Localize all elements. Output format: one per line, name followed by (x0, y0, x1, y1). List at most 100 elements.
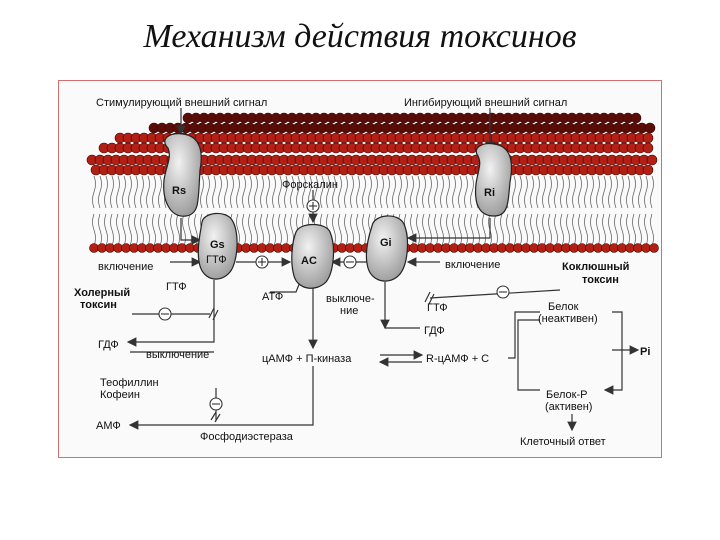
lipid-tail (260, 175, 264, 247)
receptor-rs (163, 133, 202, 217)
gdp-left-label: ГДФ (98, 339, 119, 351)
lipid-head (105, 243, 115, 253)
lipid-head (121, 243, 131, 253)
active-label: (активен) (545, 401, 592, 413)
lipid-tail (590, 175, 594, 247)
lipid-tail (452, 175, 456, 247)
lipid-tail (140, 175, 144, 247)
protein-gi (365, 215, 409, 282)
deactivation-left-label: выключение (146, 349, 209, 361)
lipid-head (417, 243, 427, 253)
caffeine-label: Кофеин (100, 389, 140, 401)
lipid-tail (122, 175, 126, 247)
lipid-head (337, 243, 347, 253)
lipid-tail (134, 175, 138, 247)
camp-kinase-label: цАМФ + П-киназа (262, 353, 352, 365)
lipid-head (257, 243, 267, 253)
lipid-head (617, 243, 627, 253)
gtp-gs-label: ГТФ (206, 254, 227, 266)
gtp-left-label: ГТФ (166, 281, 187, 293)
lipid-tail (524, 175, 528, 247)
lipid-tail (338, 175, 342, 247)
lipid-head (457, 243, 467, 253)
slide-title: Механизм действия токсинов (143, 18, 577, 55)
lipid-tail (620, 175, 624, 247)
protein-p-label: Белок-Р (546, 389, 587, 401)
lipid-head (601, 243, 611, 253)
stimulating-signal-label: Стимулирующий внешний сигнал (96, 97, 267, 109)
lipid-tail (362, 175, 366, 247)
lipid-tail (518, 175, 522, 247)
lipid-tail (446, 175, 450, 247)
lipid-head (425, 243, 435, 253)
lipid-tail (128, 175, 132, 247)
lipid-head (553, 243, 563, 253)
lipid-tail (104, 175, 108, 247)
lipid-head (113, 243, 123, 253)
gs-label: Gs (210, 239, 225, 251)
lipid-tail (236, 175, 240, 247)
forskolin-label: Форскалин (282, 179, 338, 191)
lipid-head (153, 243, 163, 253)
atp-label: АТФ (262, 291, 283, 303)
lipid-head (585, 243, 595, 253)
protein-gs (197, 212, 238, 280)
lipid-tail (614, 175, 618, 247)
lipid-head (521, 243, 531, 253)
inhibiting-signal-label: Ингибирующий внешний сигнал (404, 97, 567, 109)
lipid-tail (536, 175, 540, 247)
lipid-tail (470, 175, 474, 247)
lipid-head (481, 243, 491, 253)
lipid-head (281, 243, 291, 253)
lipid-tail (350, 175, 354, 247)
lipid-tail (428, 175, 432, 247)
cholera-toxin-label-2: токсин (80, 299, 117, 311)
lipid-head (642, 142, 654, 154)
rs-label: Rs (172, 185, 186, 197)
lipid-head (537, 243, 547, 253)
lipid-head (465, 243, 475, 253)
lipid-head (449, 243, 459, 253)
amp-label: АМФ (96, 420, 121, 432)
pathway-lines (126, 108, 640, 432)
lipid-tail (332, 175, 336, 247)
lipid-head (505, 243, 515, 253)
ac-label: AC (301, 255, 317, 267)
lipid-head (625, 243, 635, 253)
lipid-head (593, 243, 603, 253)
lipid-head (353, 243, 363, 253)
lipid-tail (254, 175, 258, 247)
lipid-head (241, 243, 251, 253)
lipid-tail (572, 175, 576, 247)
pi-label: Pi (640, 346, 650, 358)
lipid-head (529, 243, 539, 253)
cholera-toxin-label-1: Холерный (74, 287, 130, 299)
lipid-tail (242, 175, 246, 247)
lipid-tail (596, 175, 600, 247)
lipid-head (129, 243, 139, 253)
lipid-tail (638, 175, 642, 247)
lipid-head (185, 243, 195, 253)
lipid-head (433, 243, 443, 253)
lipid-head (644, 122, 656, 134)
lipid-tail (464, 175, 468, 247)
lipid-tail (410, 175, 414, 247)
lipid-head (513, 243, 523, 253)
lipid-head (646, 154, 658, 166)
deactivation-mid-label-1: выключе- (326, 293, 375, 305)
lipid-tail (110, 175, 114, 247)
lipid-tail (98, 175, 102, 247)
lipid-tail (92, 175, 96, 247)
gdp-right-label: ГДФ (424, 325, 445, 337)
deactivation-mid-label-2: ние (340, 305, 358, 317)
lipid-tail (266, 175, 270, 247)
receptor-ri (474, 143, 513, 217)
protein-label: Белок (548, 301, 579, 313)
lipid-head (642, 164, 654, 176)
lipid-head (409, 243, 419, 253)
lipid-tail (530, 175, 534, 247)
protein-ac (291, 223, 335, 289)
lipid-tail (548, 175, 552, 247)
lipid-head (177, 243, 187, 253)
